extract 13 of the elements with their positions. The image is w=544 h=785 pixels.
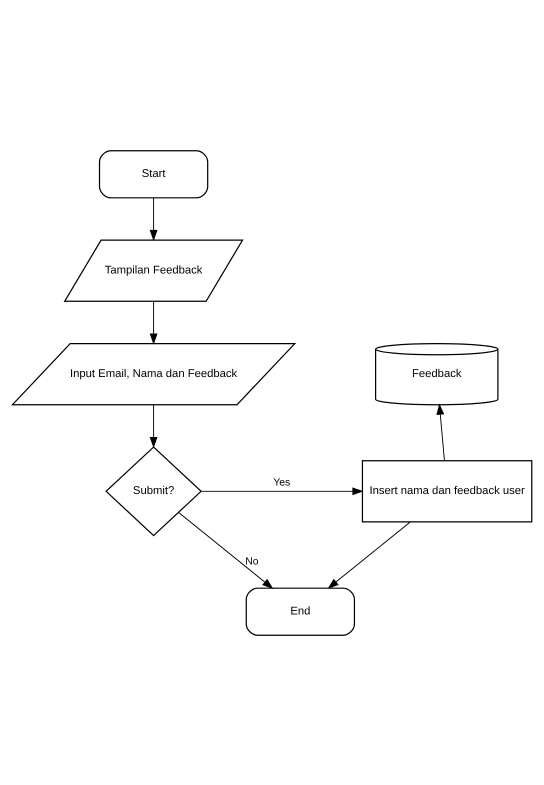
arrow (150, 300, 158, 344)
edge-label: No (245, 556, 259, 567)
node-diamond: Submit? (105, 446, 202, 536)
node-box: Start (98, 150, 208, 198)
arrow (150, 404, 158, 448)
arrow (150, 196, 158, 241)
edge-label: Yes (273, 476, 290, 488)
node-box: End (246, 587, 356, 636)
arrow (200, 486, 364, 495)
node-box: Insert nama dan feedback user (362, 460, 532, 522)
arrow (436, 402, 445, 460)
arrow (178, 511, 274, 589)
arrow (327, 521, 411, 588)
